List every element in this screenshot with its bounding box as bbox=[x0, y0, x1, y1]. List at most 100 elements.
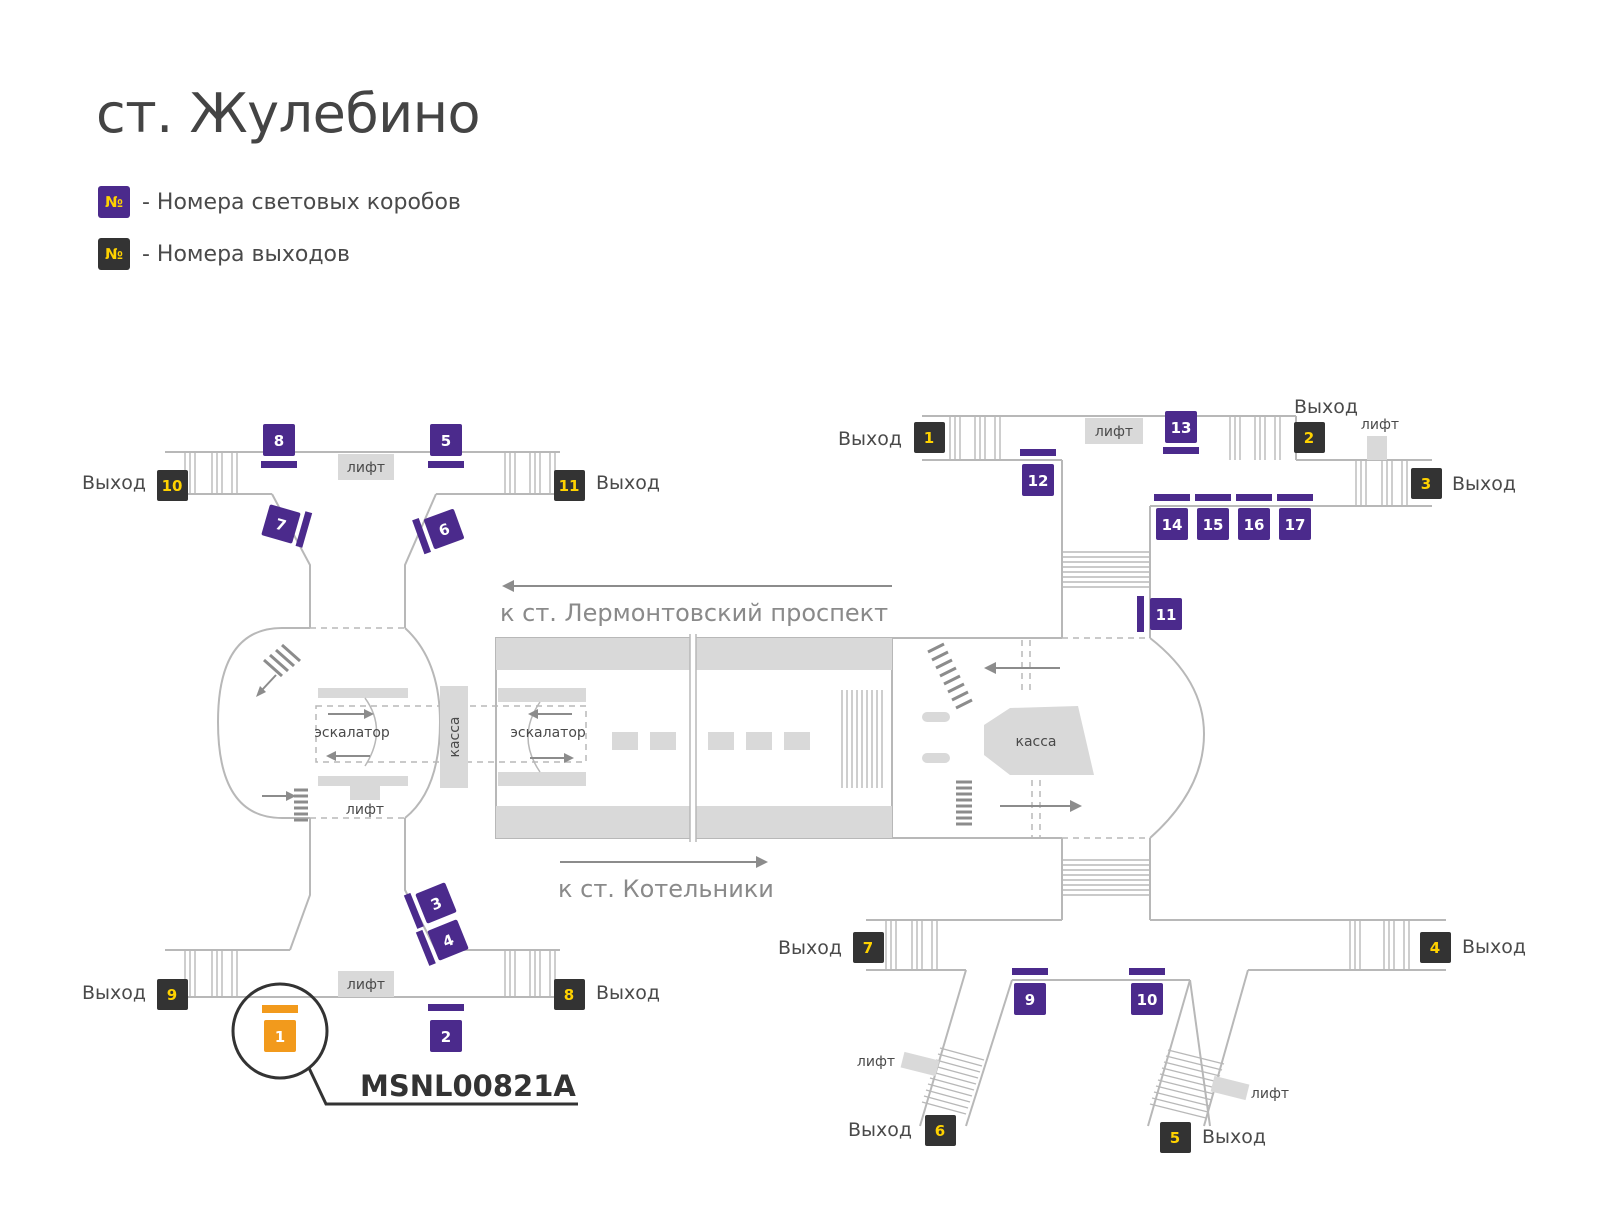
exit-10-label: Выход bbox=[82, 472, 146, 494]
exit-6-badge bbox=[925, 1115, 956, 1146]
exit-2-badge bbox=[1294, 422, 1325, 453]
highlight-code: MSNL00821A bbox=[360, 1069, 576, 1103]
lightbox-16-number: 16 bbox=[1244, 516, 1265, 534]
lightbox-16-badge bbox=[1238, 508, 1270, 540]
exit-6-number: 6 bbox=[935, 1122, 945, 1140]
exit-8-number: 8 bbox=[564, 986, 574, 1004]
lightbox-12-badge bbox=[1022, 464, 1054, 496]
left-vestibule: лифт лифт эскалатор лифт касса bbox=[165, 451, 587, 998]
lift-center-left bbox=[350, 786, 380, 800]
exit-4-badge bbox=[1420, 932, 1451, 963]
lift-bottom-left-label: лифт bbox=[347, 977, 385, 993]
lightbox-5-badge bbox=[430, 424, 462, 456]
highlight-leader-line bbox=[307, 1067, 578, 1106]
escalator-rail-bottom bbox=[318, 776, 408, 786]
page-title: ст. Жулебино bbox=[96, 82, 481, 145]
lift-top-right-label: лифт bbox=[1095, 424, 1133, 440]
exit-5-number: 5 bbox=[1170, 1129, 1180, 1147]
exit-9-label: Выход bbox=[82, 982, 146, 1004]
lightbox-11-badge bbox=[1150, 598, 1182, 630]
lightbox-11-number: 11 bbox=[1156, 606, 1177, 624]
lightbox-13-badge bbox=[1165, 411, 1197, 443]
stairs-exit4 bbox=[1349, 920, 1410, 970]
exit-8-label: Выход bbox=[596, 982, 660, 1004]
exit-3-label: Выход bbox=[1452, 473, 1516, 495]
lightbox-6-badge bbox=[424, 509, 464, 549]
lightbox-2-number: 2 bbox=[441, 1028, 451, 1046]
stairs-bottom-left bbox=[184, 950, 238, 997]
lightbox-17-badge bbox=[1279, 508, 1311, 540]
stairs-exit3 bbox=[1355, 460, 1408, 506]
lightbox-12-number: 12 bbox=[1028, 472, 1049, 490]
exit-7-label: Выход bbox=[778, 937, 842, 959]
exit-5-label: Выход bbox=[1202, 1126, 1266, 1148]
exit-9-number: 9 bbox=[167, 986, 177, 1004]
highlight-circle bbox=[231, 982, 329, 1080]
stairs-top-left bbox=[184, 452, 238, 494]
exit-2-label: Выход bbox=[1294, 396, 1358, 418]
legend-lightbox-text: - Номера световых коробов bbox=[142, 189, 461, 215]
exit-1-label: Выход bbox=[838, 428, 902, 450]
exit-4-label: Выход bbox=[1462, 936, 1526, 958]
kassa-right-label: касса bbox=[1015, 734, 1056, 750]
lightbox-7-number: 7 bbox=[273, 515, 288, 535]
lift-exit2 bbox=[1367, 436, 1387, 460]
exit-6-label: Выход bbox=[848, 1119, 912, 1141]
legend-exit: № - Номера выходов bbox=[98, 238, 350, 270]
exit-2-number: 2 bbox=[1304, 429, 1314, 447]
lightbox-8-number: 8 bbox=[274, 432, 284, 450]
lift-top-left-label: лифт bbox=[347, 460, 385, 476]
exit-10-number: 10 bbox=[162, 477, 183, 495]
lift-exit6 bbox=[900, 1051, 940, 1077]
highlight-number: 1 bbox=[275, 1028, 285, 1046]
lightbox-3-badge bbox=[415, 882, 457, 924]
highlight-badge bbox=[264, 1020, 296, 1052]
lightbox-10-badge bbox=[1131, 983, 1163, 1015]
legend-lightbox-badge: № bbox=[98, 186, 130, 218]
exit-11-badge bbox=[554, 470, 585, 501]
escalator-left-label: эскалатор bbox=[314, 725, 390, 741]
stairs-south-link bbox=[1062, 859, 1150, 896]
lightbox-10-number: 10 bbox=[1137, 991, 1158, 1009]
legend-exit-text: - Номера выходов bbox=[142, 241, 350, 267]
lightbox-14-number: 14 bbox=[1162, 516, 1183, 534]
exit-8-badge bbox=[554, 979, 585, 1010]
stairs-exit1 bbox=[949, 416, 1001, 460]
lightbox-8-badge bbox=[263, 424, 295, 456]
direction-east-label: к ст. Котельники bbox=[558, 875, 774, 903]
exit-9-badge bbox=[157, 979, 188, 1010]
stairs-north-link bbox=[1062, 551, 1150, 588]
exit-7-badge bbox=[853, 932, 884, 963]
lift-exit6-label: лифт bbox=[857, 1054, 895, 1070]
exit-5-badge bbox=[1160, 1122, 1191, 1153]
exit-7-number: 7 bbox=[863, 939, 873, 957]
exit-1-number: 1 bbox=[924, 429, 934, 447]
stairs-hall-left-bottom bbox=[294, 788, 308, 822]
lift-exit5-label: лифт bbox=[1251, 1086, 1289, 1102]
lightbox-7-badge bbox=[261, 504, 301, 544]
legend-exit-badge: № bbox=[98, 238, 130, 270]
lift-bottom-left bbox=[338, 971, 394, 997]
lightbox-2-badge bbox=[430, 1020, 462, 1052]
direction-west-label: к ст. Лермонтовский проспект bbox=[500, 599, 888, 627]
exit-11-number: 11 bbox=[559, 477, 580, 495]
platform: эскалатор к ст. Лермонтовский проспект к… bbox=[495, 580, 893, 903]
stairs-platform-east bbox=[841, 690, 883, 788]
lightbox-9-number: 9 bbox=[1025, 991, 1035, 1009]
stairs-hall-left-top bbox=[263, 643, 301, 678]
lightbox-17-number: 17 bbox=[1285, 516, 1306, 534]
highlight-lightbox-1: 1 MSNL00821A bbox=[231, 982, 578, 1106]
escalator-rail-top bbox=[318, 688, 408, 698]
exit-4-number: 4 bbox=[1430, 939, 1440, 957]
stairs-exit5 bbox=[1149, 1049, 1225, 1119]
exit-1-badge bbox=[914, 422, 945, 453]
right-vestibule: лифт лифт касса bbox=[857, 415, 1446, 1127]
lightbox-9-badge bbox=[1014, 983, 1046, 1015]
exits: Выход 10 11 Выход Выход 9 8 Выход Выход … bbox=[82, 396, 1526, 1153]
stairs-exit6 bbox=[921, 1047, 985, 1115]
exit-3-badge bbox=[1411, 468, 1442, 499]
stairs-exit2 bbox=[1229, 416, 1281, 460]
lift-exit5 bbox=[1210, 1075, 1250, 1101]
stairs-bottom-right bbox=[504, 950, 556, 997]
